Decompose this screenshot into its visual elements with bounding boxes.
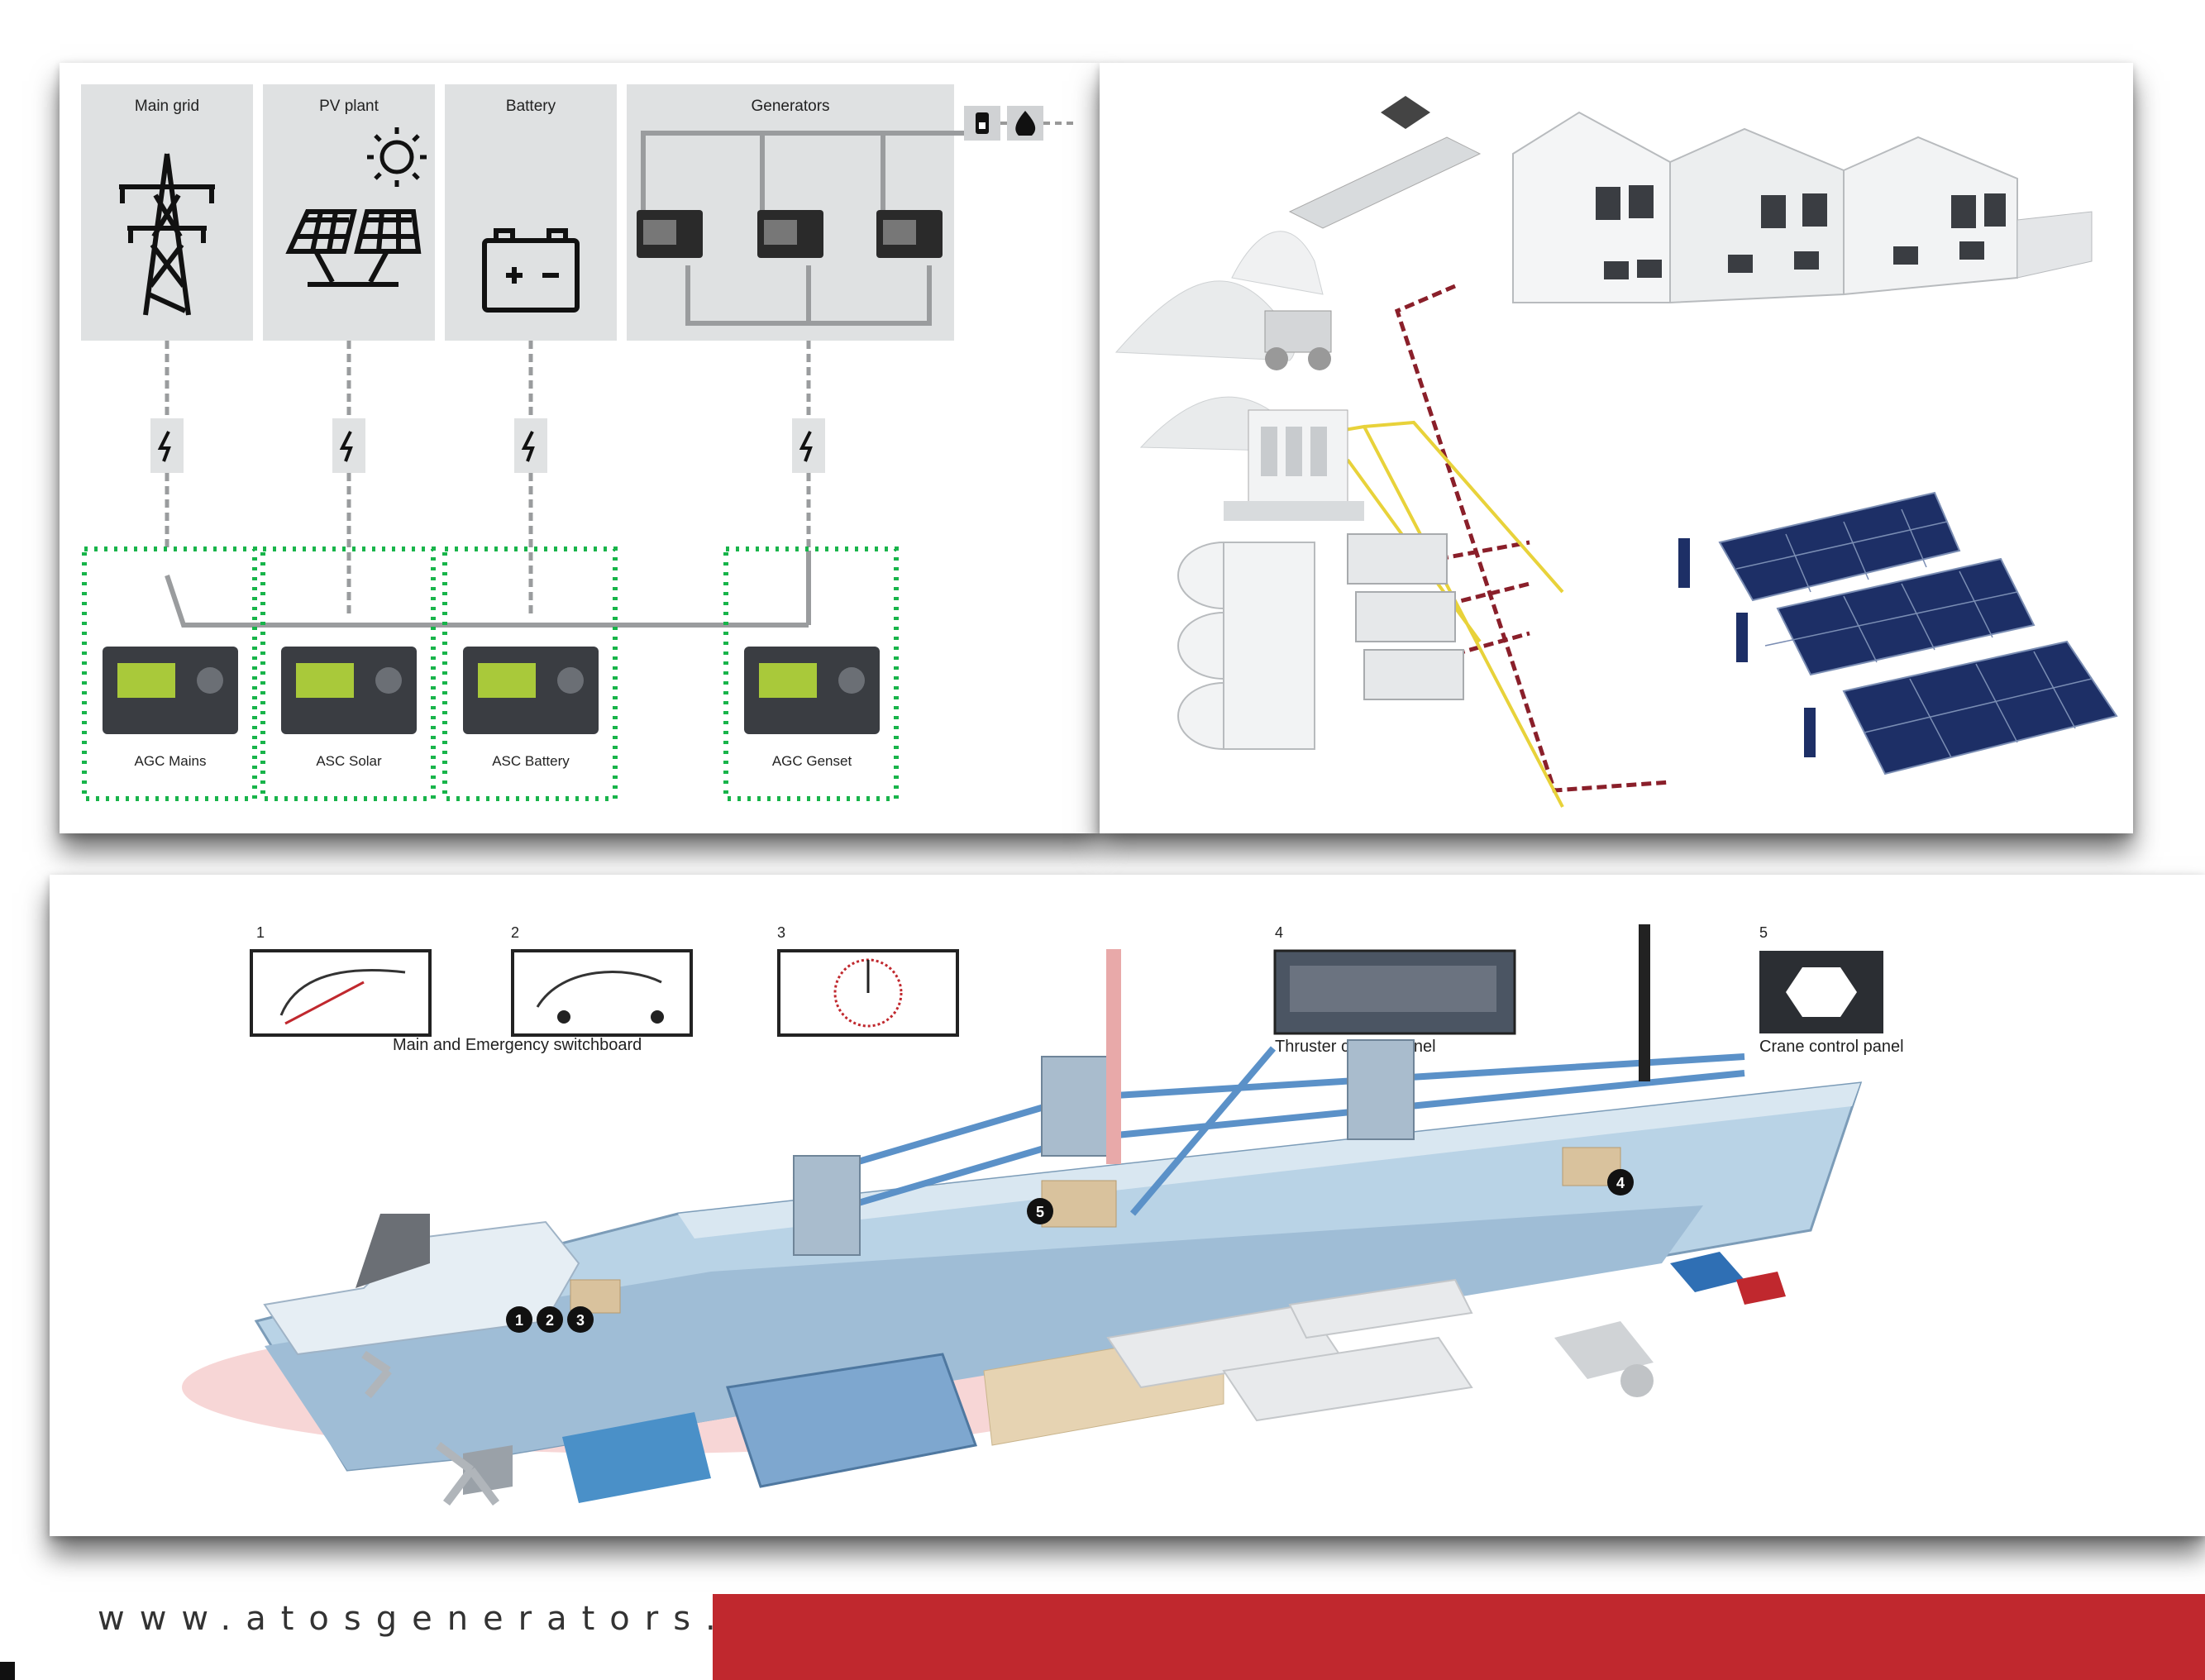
item-number-3: 3 [777,924,785,941]
badge-number-4: 4 [1616,1175,1625,1191]
badge-number-5: 5 [1036,1204,1044,1220]
asc-battery-label: ASC Battery [492,753,570,769]
battery-icon [482,228,580,313]
item-number-5: 5 [1759,924,1768,941]
pv-plant-label: PV plant [319,98,379,115]
crane-control-panel-icon [1759,951,1883,1033]
item-number-4: 4 [1275,924,1283,941]
website-url[interactable]: www.atosgenerators.com [98,1600,847,1638]
mast [1106,949,1121,1164]
mast [1639,924,1650,1081]
flame-icon [1007,106,1043,141]
asc-solar-label: ASC Solar [316,753,382,769]
synchroscope-icon [777,949,959,1037]
ship-hull [254,1081,1863,1472]
conveyor [1288,136,1482,229]
controller-device [103,647,880,734]
thruster-control-panel-icon [1273,949,1516,1035]
control-house [1224,409,1364,521]
agc-genset-label: AGC Genset [772,753,852,769]
battery-label: Battery [506,98,556,115]
cargo-box [1041,1180,1117,1228]
ship-illustration: 1 2 3 Main and Emergency switchboard 4 T… [182,924,1904,1506]
fuel-icon [964,106,1000,141]
item-number-1: 1 [256,924,265,941]
badge-number-2: 2 [546,1312,554,1329]
fuel-tank [1177,542,1315,750]
solar-panel-icon [285,209,422,287]
auxiliary-gensets [1106,1278,1473,1422]
thruster-unit [1554,1252,1786,1397]
generator-icon [637,210,943,258]
controller-boundaries [82,546,899,801]
breaker-icon [150,418,825,473]
microgrid-diagram: Main grid PV plant Battery Generators [81,84,1076,801]
main-grid-label: Main grid [135,98,199,115]
ammeter-icon [511,949,693,1037]
switchboard-label: Main and Emergency switchboard [393,1036,642,1054]
footer-corner-mark [0,1662,15,1680]
genset [1347,533,1464,700]
propeller-icon [361,1350,499,1506]
ship-panel: 1 2 3 Main and Emergency switchboard 4 T… [50,875,2205,1536]
item-number-2: 2 [511,924,519,941]
badge-number-1: 1 [515,1312,523,1329]
battery-box [445,84,617,341]
industrial-site-panel [1100,63,2133,833]
sun-icon [367,127,427,187]
agc-mains-label: AGC Mains [135,753,207,769]
transmission-tower-icon [119,153,215,316]
main-engine [463,1353,978,1503]
badge-number-3: 3 [576,1312,585,1329]
bridge-superstructure [263,1214,580,1356]
solar-array [1678,491,2118,776]
voltmeter-icon [250,949,432,1037]
generators-label: Generators [751,98,829,115]
loader-vehicle [1264,310,1332,353]
footer-red-bar [713,1594,2205,1680]
industrial-site-illustration [1114,96,2118,808]
crane-panel-label: Crane control panel [1759,1038,1904,1056]
microgrid-diagram-panel: Main grid PV plant Battery Generators [60,63,1100,833]
crane-booms [792,1046,1745,1225]
factory-building [1512,111,2093,304]
